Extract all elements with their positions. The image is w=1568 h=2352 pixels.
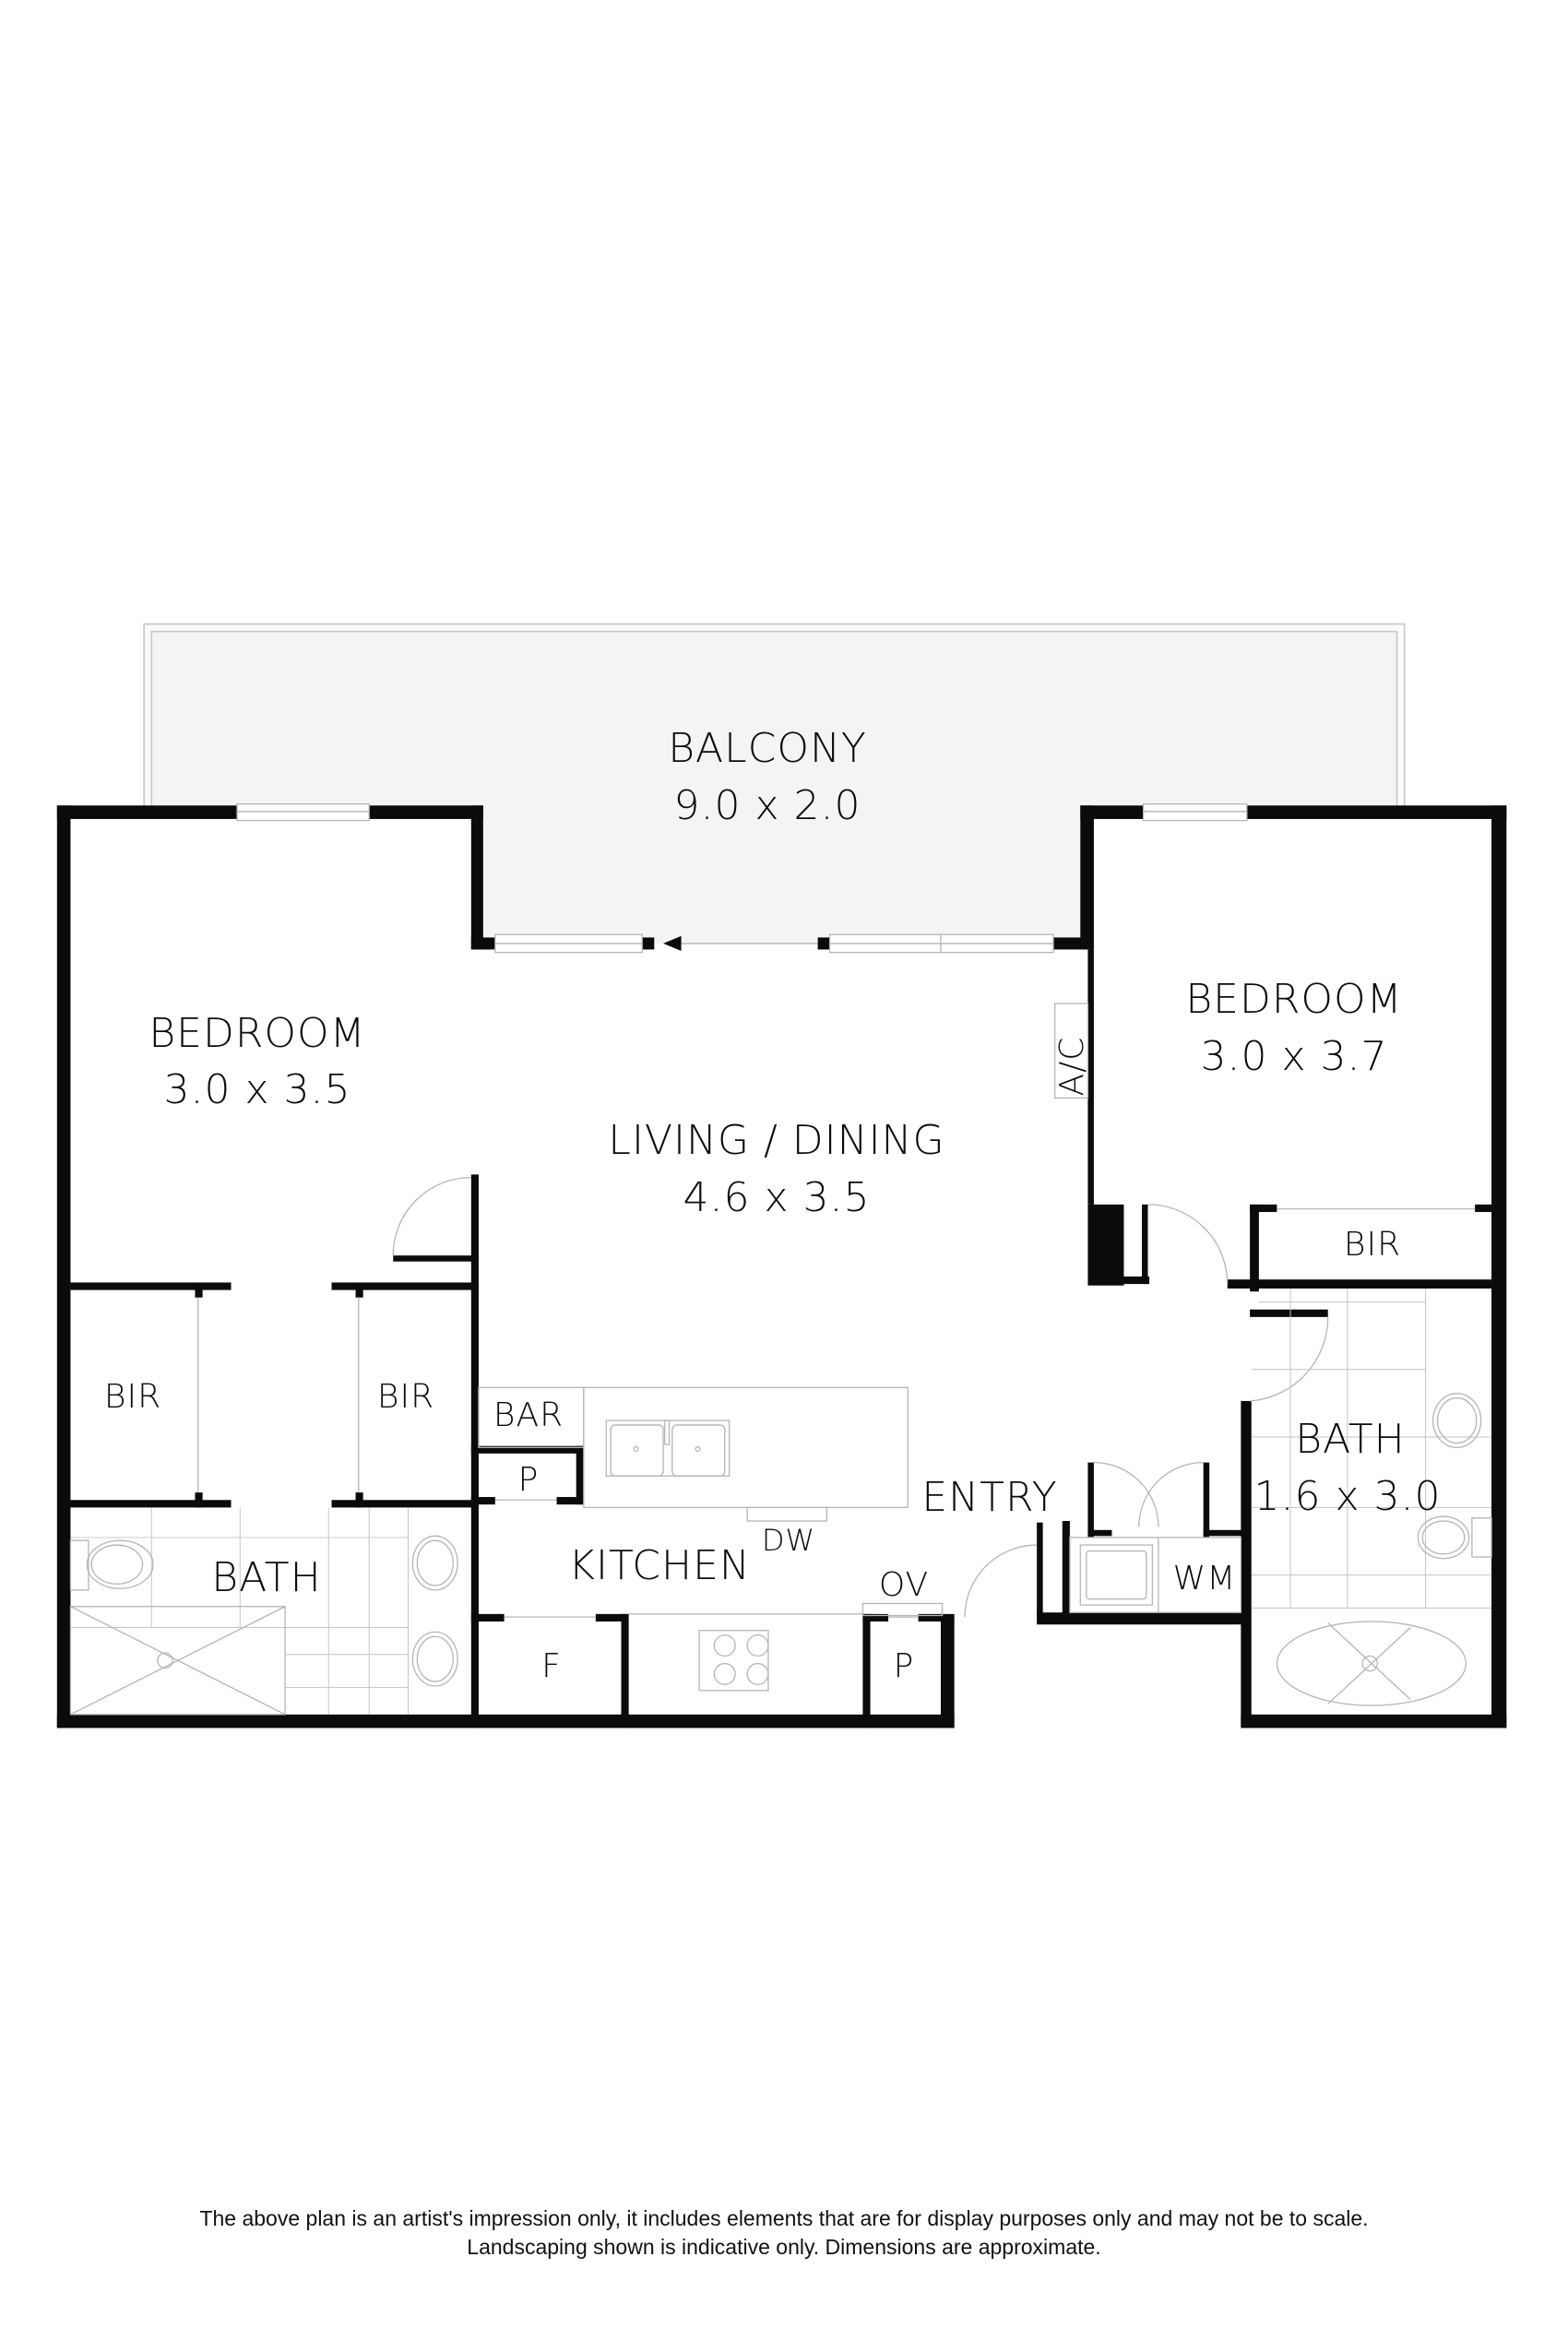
balcony-area <box>143 623 1406 944</box>
windows <box>236 803 1248 954</box>
bedroom-right-size: 3.0 x 3.7 <box>1200 1033 1388 1080</box>
bir-left-1-label: BIR <box>103 1378 162 1416</box>
disclaimer-line-1: The above plan is an artist's impression… <box>199 2206 1369 2230</box>
disclaimer-line-2: Landscaping shown is indicative only. Di… <box>467 2235 1101 2259</box>
bath-left-label: BATH <box>211 1554 322 1601</box>
bath-right-size: 1.6 x 3.0 <box>1253 1473 1442 1520</box>
living-dining-label: LIVING / DINING <box>608 1117 945 1164</box>
pantry-1-label: P <box>517 1461 540 1499</box>
bir-right-label: BIR <box>1343 1226 1402 1264</box>
walls <box>56 805 1507 1728</box>
kitchen-label: KITCHEN <box>568 1542 751 1589</box>
dishwasher-label: DW <box>761 1523 816 1558</box>
balcony-size: 9.0 x 2.0 <box>673 782 861 829</box>
bath-right-label: BATH <box>1295 1416 1406 1463</box>
bedroom-left-size: 3.0 x 3.5 <box>163 1066 351 1113</box>
balcony-label: BALCONY <box>668 725 867 772</box>
fridge-label: F <box>541 1647 562 1685</box>
ac-label: A/C <box>1053 1036 1091 1097</box>
bir-left-2-label: BIR <box>376 1378 435 1416</box>
pantry-2-label: P <box>893 1647 915 1685</box>
oven-label: OV <box>878 1566 930 1604</box>
bar-label: BAR <box>493 1396 564 1434</box>
bedroom-left-label: BEDROOM <box>148 1010 366 1057</box>
entry-label: ENTRY <box>921 1474 1058 1521</box>
bedroom-right-label: BEDROOM <box>1185 976 1403 1023</box>
fixtures <box>69 1003 1492 1716</box>
washing-machine-label: WM <box>1172 1560 1237 1598</box>
living-dining-size: 4.6 x 3.5 <box>683 1174 871 1221</box>
